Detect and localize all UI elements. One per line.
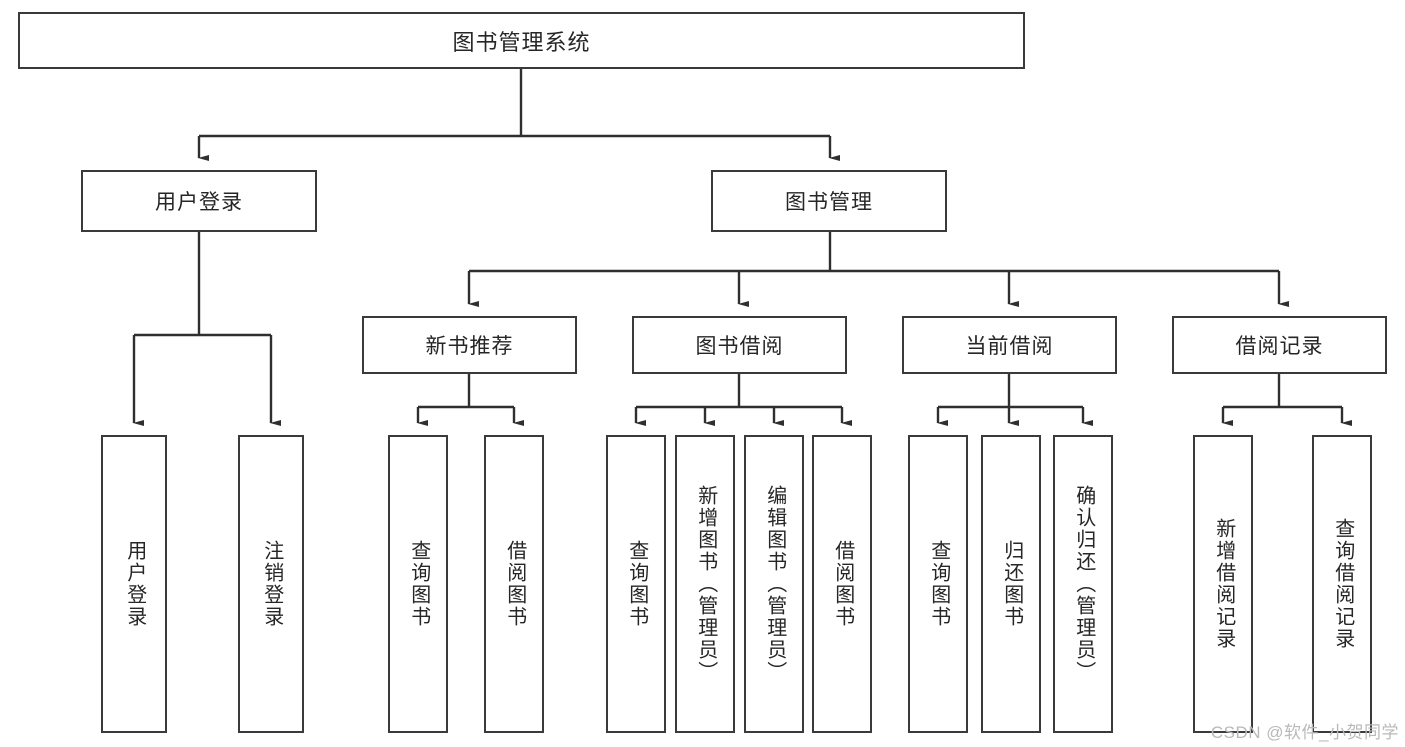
node-label: 借阅图书 (831, 540, 854, 628)
node-root[interactable]: 图书管理系统 (18, 12, 1025, 69)
node-label: 当前借阅 (965, 335, 1054, 358)
leaf-confirm-return-admin[interactable]: 确认归还（管理员） (1053, 435, 1113, 733)
leaf-add-book-admin[interactable]: 新增图书（管理员） (675, 435, 735, 733)
leaf-add-borrow-record[interactable]: 新增借阅记录 (1193, 435, 1253, 733)
node-borrow-record[interactable]: 借阅记录 (1172, 316, 1387, 374)
node-label: 新增借阅记录 (1212, 518, 1235, 650)
leaf-borrow-book-recommend[interactable]: 借阅图书 (484, 435, 544, 733)
node-label: 查询图书 (407, 540, 430, 628)
node-label: 新增图书（管理员） (694, 485, 717, 683)
node-user-login[interactable]: 用户登录 (81, 170, 317, 232)
node-label: 查询图书 (625, 540, 648, 628)
node-label: 归还图书 (1000, 540, 1023, 628)
node-label: 新书推荐 (425, 335, 514, 358)
node-label: 借阅记录 (1235, 335, 1324, 358)
leaf-query-book-recommend[interactable]: 查询图书 (388, 435, 448, 733)
node-new-book-recommend[interactable]: 新书推荐 (362, 316, 577, 374)
node-label: 查询借阅记录 (1331, 518, 1354, 650)
node-label: 注销登录 (260, 540, 283, 628)
leaf-edit-book-admin[interactable]: 编辑图书（管理员） (744, 435, 804, 733)
leaf-return-book[interactable]: 归还图书 (981, 435, 1041, 733)
node-label: 查询图书 (927, 540, 950, 628)
node-book-borrow[interactable]: 图书借阅 (632, 316, 847, 374)
leaf-query-book-current[interactable]: 查询图书 (908, 435, 968, 733)
node-label: 图书管理系统 (452, 29, 591, 55)
leaf-query-book-borrow[interactable]: 查询图书 (606, 435, 666, 733)
watermark: CSDN @软件_小贺同学 (1210, 723, 1399, 742)
leaf-logout[interactable]: 注销登录 (238, 435, 304, 733)
leaf-query-borrow-record[interactable]: 查询借阅记录 (1312, 435, 1372, 733)
node-label: 借阅图书 (503, 540, 526, 628)
node-label: 图书管理 (785, 191, 873, 214)
node-label: 编辑图书（管理员） (763, 485, 786, 683)
leaf-borrow-book[interactable]: 借阅图书 (812, 435, 872, 733)
leaf-user-login[interactable]: 用户登录 (101, 435, 167, 733)
node-label: 图书借阅 (695, 335, 784, 358)
node-current-borrow[interactable]: 当前借阅 (902, 316, 1117, 374)
node-book-management[interactable]: 图书管理 (711, 170, 947, 232)
node-label: 确认归还（管理员） (1072, 485, 1095, 683)
node-label: 用户登录 (155, 191, 243, 214)
node-label: 用户登录 (123, 540, 146, 628)
